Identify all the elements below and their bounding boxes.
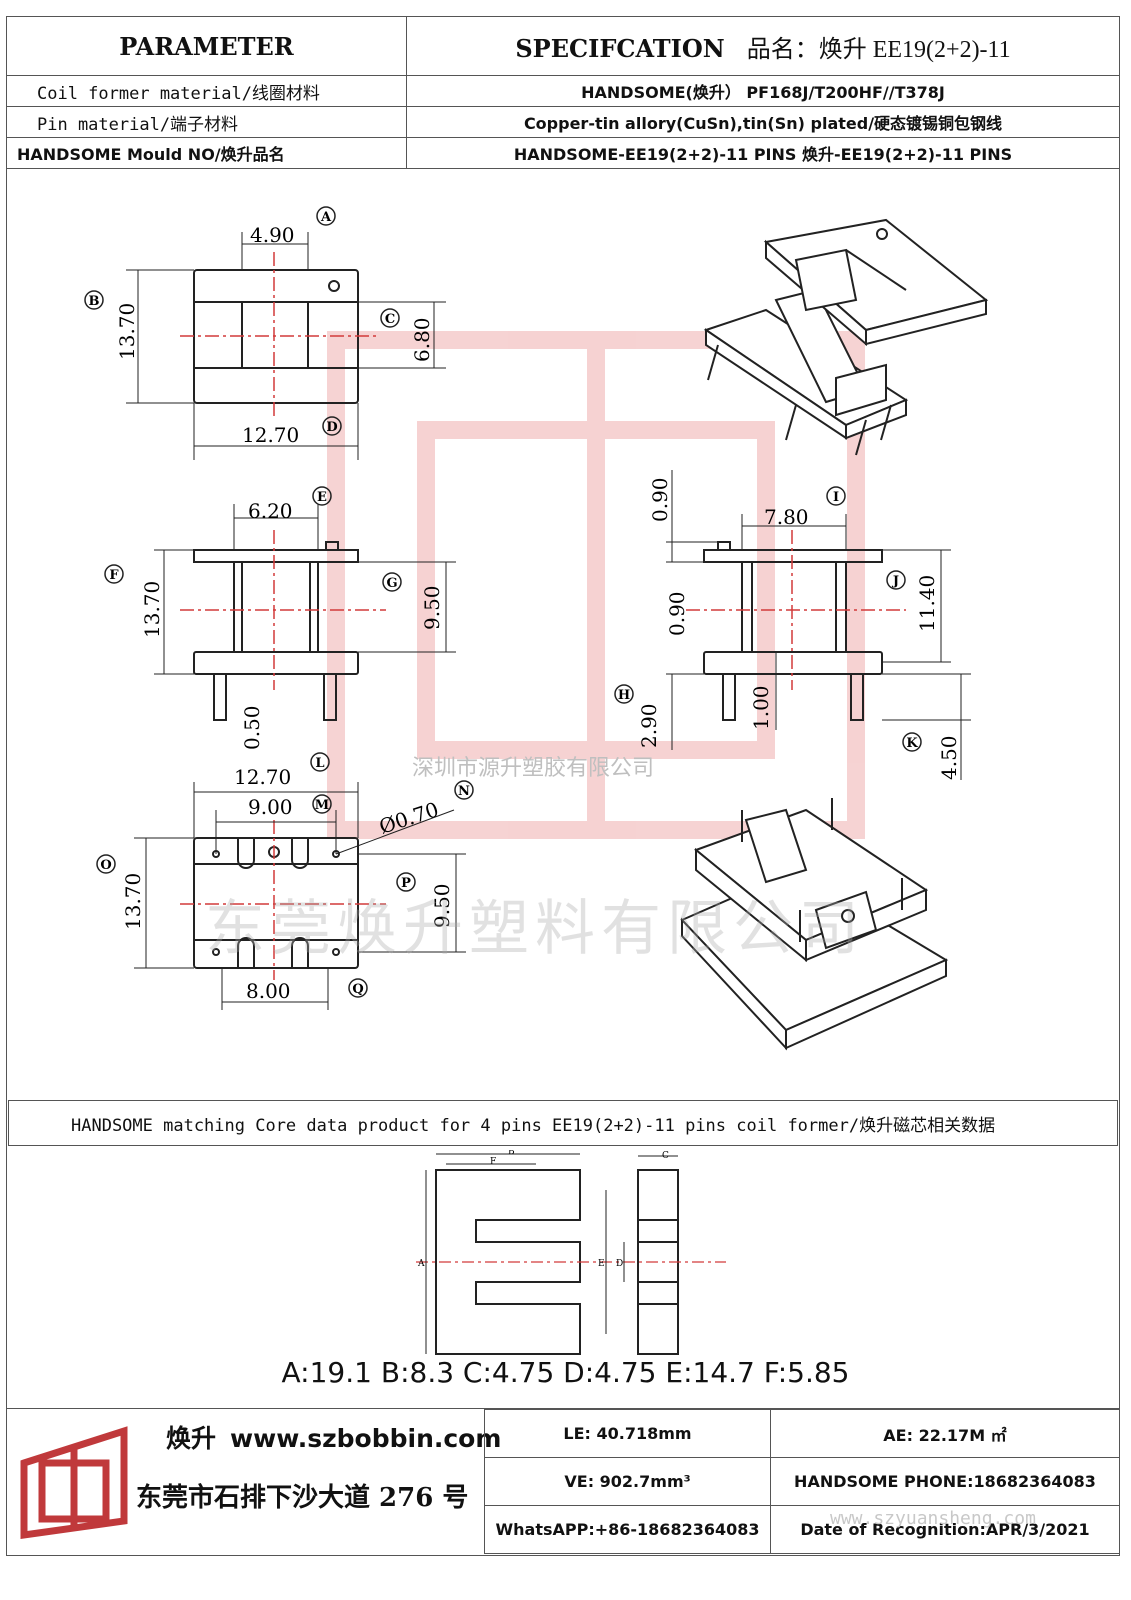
ref-circle-d [322, 416, 342, 436]
core-label-A: A [417, 1259, 425, 1269]
ref-circle-q [348, 978, 368, 998]
ref-circle-g [382, 572, 402, 592]
spec-header-table: PARAMETER SPECIFCATION 品名：焕升 EE19(2+2)-11… [6, 16, 1120, 169]
footer: 焕升 www.szbobbin.com 东莞市石排下沙大道 276 号 LE: 4… [6, 1408, 1120, 1559]
product-name: 品名：焕升 EE19(2+2)-11 [746, 36, 1011, 63]
core-label-F: F [490, 1157, 496, 1167]
ref-circle-f [104, 564, 124, 584]
ref-letter-o: O [100, 858, 111, 873]
dim-C-value: 6.80 [410, 317, 434, 362]
dim-K-value: 4.50 [937, 735, 961, 780]
dim-pin-gap-value: 0.50 [240, 705, 264, 750]
ref-circle-l [310, 752, 330, 772]
phone-value: HANDSOME PHONE:18682364083 [770, 1457, 1120, 1506]
view-top [126, 232, 446, 460]
ref-circle-e [312, 486, 332, 506]
ref-circle-j [886, 570, 906, 590]
company-logo [20, 1426, 128, 1540]
watermark-large: 东莞焕升塑料有限公司 [205, 894, 865, 964]
core-label-D: D [616, 1259, 623, 1269]
dim-I-value: 7.80 [764, 505, 809, 529]
reference-letters: A B C D E F G H I J K L M N O P Q [84, 206, 922, 998]
ref-letter-g: G [386, 576, 397, 591]
ref-letter-f: F [109, 568, 119, 583]
dim-P-value: 9.50 [430, 883, 454, 928]
dim-H-value: 2.90 [637, 703, 661, 748]
view-bottom [134, 782, 466, 1010]
ref-letter-l: L [315, 756, 324, 771]
ref-circle-i [826, 486, 846, 506]
dim-G-value: 9.50 [420, 585, 444, 630]
ref-letter-n: N [458, 784, 470, 799]
ve-value: VE: 902.7mm³ [484, 1457, 771, 1506]
date-value: Date of Recognition:APR/3/2021 [770, 1505, 1120, 1554]
ref-letter-k: K [906, 736, 918, 751]
dim-B-value: 13.70 [115, 303, 139, 360]
ref-circle-a [316, 206, 336, 226]
pin-material-value: Copper-tin allory(CuSn),tin(Sn) plated/硬… [406, 106, 1120, 138]
iso-view-top [703, 218, 989, 456]
dim-O-value: 13.70 [121, 873, 145, 930]
ref-letter-m: M [315, 798, 329, 813]
technical-drawing: 4.90 13.70 6.80 12.70 6.20 13.70 9.50 0.… [84, 206, 989, 1051]
coil-material-value: HANDSOME(焕升） PF168J/T200HF//T378J [406, 75, 1120, 107]
mould-no-label: HANDSOME Mould NO/焕升品名 [6, 137, 407, 169]
ref-circle-p [396, 872, 416, 892]
ref-letter-h: H [618, 688, 630, 703]
spec-label: SPECIFCATION [515, 33, 725, 63]
view-side [666, 470, 971, 780]
dim-D-value: 12.70 [242, 423, 299, 447]
ref-letter-j: J [892, 574, 899, 589]
watermark-small: 深圳市源升塑胶有限公司 [412, 756, 655, 781]
coil-material-label: Coil former material/线圈材料 [6, 75, 407, 107]
ref-circle-n [454, 780, 474, 800]
dim-pin-100-value: 1.00 [749, 685, 773, 730]
dim-A-value: 4.90 [250, 223, 295, 247]
le-value: LE: 40.718mm [484, 1409, 771, 1458]
ae-value: AE: 22.17M ㎡ [770, 1409, 1120, 1458]
core-label-E: E [598, 1259, 605, 1269]
ref-circle-k [902, 732, 922, 752]
brand-line: 焕升 www.szbobbin.com [166, 1419, 501, 1455]
whatsapp-value: WhatsAPP:+86-18682364083 [484, 1505, 771, 1554]
core-drawing: B F C A E D [416, 1150, 726, 1355]
ref-letter-c: C [385, 312, 395, 327]
core-label-B: B [508, 1150, 515, 1157]
dim-Q-value: 8.00 [246, 979, 291, 1003]
core-data-band: HANDSOME matching Core data product for … [8, 1100, 1118, 1146]
watermark-logo [327, 331, 865, 839]
view-front [154, 504, 456, 721]
ref-circle-o [96, 854, 116, 874]
watermark-url: www.szyuansheng.com [830, 1508, 1036, 1529]
dim-L-value: 12.70 [234, 765, 291, 789]
specification-heading: SPECIFCATION 品名：焕升 EE19(2+2)-11 [406, 16, 1120, 76]
brand-cn: 焕升 [166, 1424, 217, 1453]
ref-letter-a: A [320, 210, 332, 225]
ref-letter-p: P [401, 876, 411, 891]
ref-circle-b [84, 290, 104, 310]
dim-J-value: 11.40 [915, 575, 939, 632]
dim-top-090-value: 0.90 [648, 477, 672, 522]
dim-F-value: 13.70 [140, 581, 164, 638]
dim-M-value: 9.00 [248, 795, 293, 819]
ref-letter-i: I [833, 490, 839, 505]
ref-letter-e: E [317, 490, 327, 505]
dim-mid-090-value: 0.90 [665, 591, 689, 636]
parameter-heading: PARAMETER [6, 16, 407, 76]
ref-letter-b: B [89, 294, 100, 309]
core-label-C: C [662, 1151, 669, 1161]
core-dimensions: A:19.1 B:8.3 C:4.75 D:4.75 E:14.7 F:5.85 [281, 1356, 850, 1389]
ref-letter-q: Q [352, 982, 363, 997]
ref-letter-d: D [326, 420, 337, 435]
magnetic-data-table: LE: 40.718mm AE: 22.17M ㎡ VE: 902.7mm³ H… [484, 1409, 1120, 1554]
ref-circle-c [380, 308, 400, 328]
dim-E-value: 6.20 [248, 499, 293, 523]
iso-view-bottom [680, 798, 949, 1051]
company-address: 东莞市石排下沙大道 276 号 [136, 1483, 469, 1513]
mould-no-value: HANDSOME-EE19(2+2)-11 PINS 焕升-EE19(2+2)-… [406, 137, 1120, 169]
brand-website: www.szbobbin.com [230, 1424, 502, 1453]
ref-circle-m [312, 794, 332, 814]
ref-circle-h [614, 684, 634, 704]
pin-material-label: Pin material/端子材料 [6, 106, 407, 138]
